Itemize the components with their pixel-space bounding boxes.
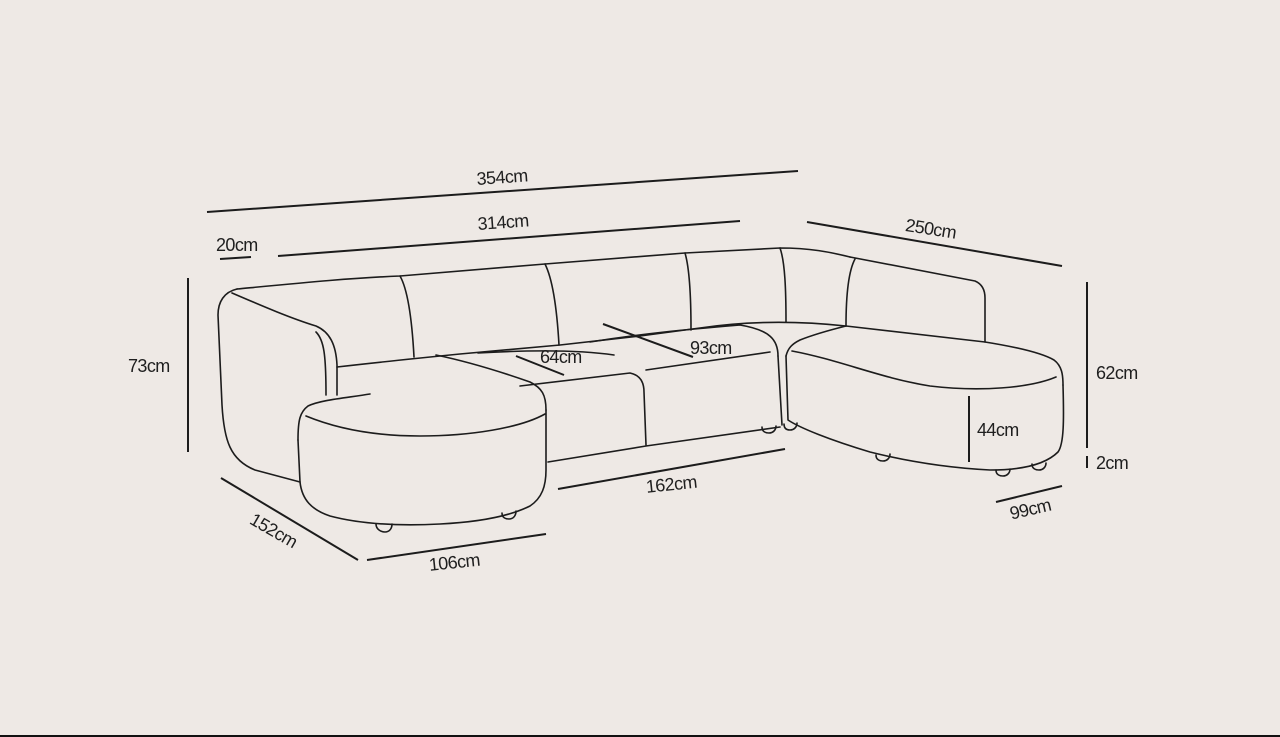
foot (995, 468, 1011, 477)
back-divider-1 (399, 275, 415, 358)
dim-line-seat-depth-left (515, 355, 565, 376)
left-chaise-top-front (435, 354, 547, 411)
left-chaise-top (297, 393, 371, 441)
back-divider-4 (779, 247, 787, 323)
dim-line-left-chaise-depth (220, 477, 359, 561)
dimension-lines (187, 170, 1088, 561)
middle-bottom-edge (547, 426, 781, 463)
label-leg-height: 2cm (1096, 453, 1129, 473)
left-arm (217, 288, 301, 483)
middle-seat-1-top (477, 350, 615, 356)
right-chaise-top (845, 325, 1064, 386)
right-back-top (849, 256, 986, 343)
middle-seat-2-top (589, 324, 779, 357)
left-chaise-body (297, 409, 547, 526)
left-arm-inner-2 (315, 331, 327, 396)
label-overall-width: 354cm (475, 165, 529, 189)
foot (375, 523, 393, 533)
foot (501, 510, 517, 520)
dim-line-back-width (277, 220, 741, 257)
back-divider-2 (544, 263, 560, 346)
label-overall-height: 73cm (128, 356, 170, 376)
dim-line-right-chaise-width (995, 485, 1063, 503)
right-chaise-seam (791, 350, 1057, 390)
label-seat-depth-middle: 93cm (690, 338, 732, 358)
label-seat-height: 44cm (977, 420, 1019, 440)
back-top (236, 247, 851, 290)
label-back-width: 314cm (476, 210, 530, 234)
back-divider-3 (684, 252, 692, 331)
right-chaise-corner (785, 325, 847, 357)
label-seat-depth-left: 64cm (540, 347, 582, 367)
sofa-outline (217, 247, 1065, 533)
middle-seat-1-front (519, 372, 647, 446)
foot (875, 453, 891, 462)
dim-line-arm-width (219, 256, 252, 260)
foot (1031, 462, 1047, 471)
left-arm-inner (231, 292, 338, 396)
dim-line-middle-length (557, 448, 786, 490)
foot (783, 422, 798, 431)
left-chaise-seam (305, 413, 546, 437)
middle-front-edge (777, 355, 783, 426)
dim-line-right-depth (806, 221, 1063, 267)
dim-line-overall-width (206, 170, 799, 213)
right-chaise-body (785, 355, 1065, 471)
middle-seat-2-front (645, 351, 771, 371)
seat-back-line (336, 321, 847, 368)
foot (761, 425, 777, 434)
dim-line-seat-depth-middle (602, 323, 694, 358)
label-arm-width: 20cm (216, 235, 258, 255)
dim-line-left-chaise-width (366, 533, 547, 561)
label-back-height: 62cm (1096, 363, 1138, 383)
bottom-border (0, 735, 1280, 737)
back-divider-5 (845, 258, 856, 327)
